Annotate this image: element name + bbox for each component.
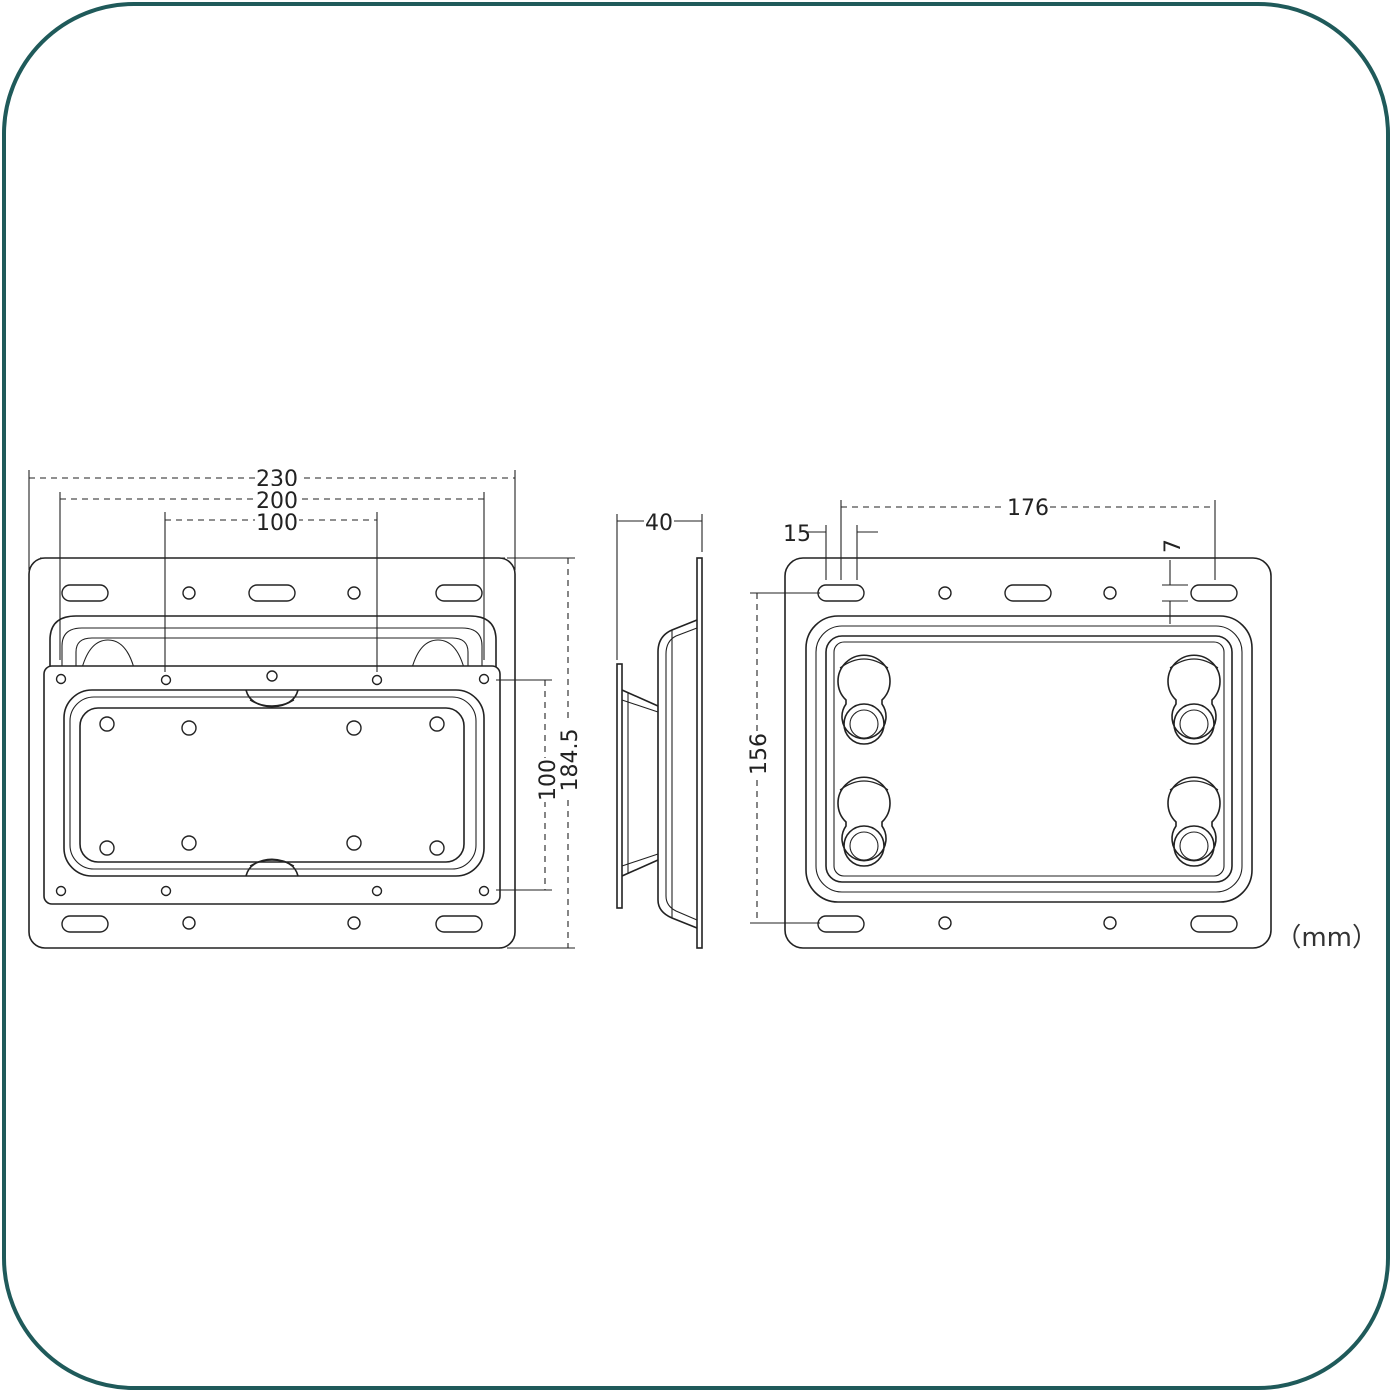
- knockout-bottom-left: [837, 776, 891, 867]
- dim-100-side-label: 100: [536, 759, 561, 801]
- back-slot-top-2: [1004, 584, 1052, 602]
- back-slot-bottom-1: [817, 915, 865, 933]
- front-view: 230 200 100 184.5 100: [28, 464, 583, 949]
- dim-156-label: 156: [747, 733, 772, 775]
- front-recess-upper: [49, 615, 497, 668]
- back-view: 176 15 7 156: [746, 494, 1272, 949]
- handle-notch-top: [245, 689, 299, 707]
- front-boss-left: [81, 639, 135, 669]
- front-hole-bottom-1: [182, 916, 196, 930]
- back-slot-bottom-2: [1190, 915, 1238, 933]
- back-plate: [784, 557, 1272, 949]
- back-slot-top-1: [817, 584, 865, 602]
- front-hole-top-2: [347, 586, 361, 600]
- side-box-body: [657, 619, 698, 929]
- dim-7-label: 7: [1161, 539, 1186, 553]
- knockout-top-left: [837, 654, 891, 745]
- side-cover-plate: [616, 663, 623, 909]
- dim-40-label: 40: [645, 511, 673, 536]
- handle-notch-bottom: [245, 859, 299, 877]
- front-slot-top-1: [61, 584, 109, 602]
- dim-184-5-label: 184.5: [558, 729, 583, 792]
- dim-176-label: 176: [1007, 496, 1049, 521]
- front-slot-top-3: [435, 584, 483, 602]
- side-view: 40: [616, 508, 703, 949]
- cover-hole-top-center: [266, 670, 278, 682]
- front-hole-top-1: [182, 586, 196, 600]
- side-flange-plate: [696, 557, 703, 949]
- dim-15-label: 15: [783, 522, 811, 547]
- knockout-top-right: [1167, 654, 1221, 745]
- front-slot-bottom-2: [435, 915, 483, 933]
- front-hole-bottom-2: [347, 916, 361, 930]
- front-slot-bottom-1: [61, 915, 109, 933]
- unit-label: （mm）: [1275, 923, 1378, 953]
- back-slot-top-3: [1190, 584, 1238, 602]
- front-boss-right: [411, 639, 465, 669]
- front-cover-plate: [43, 665, 501, 905]
- knockout-bottom-right: [1167, 776, 1221, 867]
- front-slot-top-2: [248, 584, 296, 602]
- dim-100-top-label: 100: [256, 511, 298, 536]
